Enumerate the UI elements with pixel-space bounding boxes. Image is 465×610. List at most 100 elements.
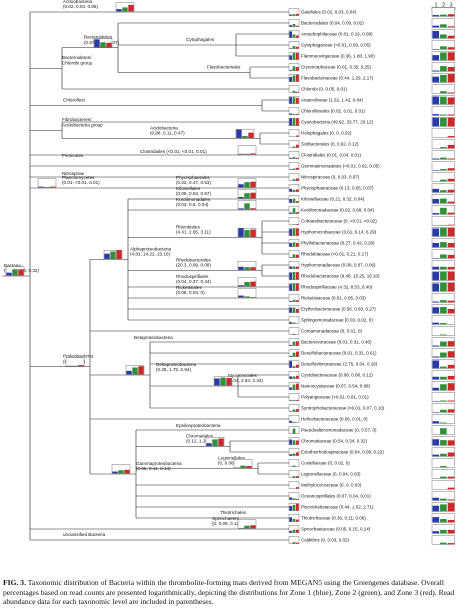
leaf-0-strip-zone2-bar	[440, 14, 447, 17]
leaf-14-zone2-bar	[292, 168, 296, 170]
leaf-43-zone3-bar	[295, 487, 299, 489]
node-acidobacteria-label-1: (0.88, 0.11, 0.47)	[150, 131, 185, 136]
leaf-label: Legionellaceae (0, 0.04, 0.03)	[301, 472, 361, 477]
leaf-28-zone1-bar	[289, 322, 293, 324]
leaf-row: Solibacterales (0, 0.02, 0.12)	[288, 139, 455, 149]
node-deltaproteo-zone1-bar	[126, 370, 132, 375]
leaf-label: Cryomorphaceae (0.01, 0.35, 0.25)	[301, 65, 372, 70]
leaf-28-strip-zone2-bar	[440, 323, 447, 325]
leaf-46-strip-zone2-bar	[440, 519, 447, 523]
leaf-13-zone-strip	[431, 150, 455, 160]
leaf-18-strip-zone1-bar	[432, 213, 440, 215]
node-epsilonproteo: Epsilonproteobacteria	[176, 423, 221, 428]
leaf-9-zone3-bar	[295, 113, 299, 115]
node-fibro-acido-label-0: Fibrobacteres/	[62, 117, 92, 122]
leaf-37-strip-zone2-bar	[440, 422, 447, 424]
leaf-label: Ectothiorhodospiraceae (0.04, 0.08, 0.22…	[301, 450, 384, 455]
node-clostridiales-zone3-bar	[250, 153, 256, 155]
leaf-row: Hyphomonadaceae (0.08, 0.07, 0.06)	[288, 260, 455, 270]
leaf-16-strip-zone3-bar	[447, 189, 455, 193]
node-rhizobiales-zone1-bar	[238, 228, 244, 237]
node-rhodobacterales-label-1: (20.3, 0.09, 0.08)	[176, 263, 211, 268]
node-bacteria-zone3-bar	[18, 269, 24, 276]
leaf-19-strip-zone3-bar	[447, 224, 455, 226]
leaf-27-zone1-bar	[289, 307, 293, 313]
leaf-38-strip-zone2-bar	[440, 428, 447, 435]
leaf-34-strip-zone2-bar	[440, 384, 447, 391]
leaf-24-zone1-bar	[289, 272, 293, 280]
node-gammaproteo-zone3-bar	[124, 469, 130, 474]
leaf-row: Bacteroidales (0.04, 0.09, 0.02)	[288, 18, 455, 28]
node-kordiimonadales-zone3-bar	[250, 208, 256, 210]
leaf-label: Flavobacteriaceae (0.44, 1.29, 2.17)	[301, 76, 374, 81]
leaf-42-strip-zone3-bar	[447, 476, 455, 479]
leaf-36-strip-zone2-bar	[440, 409, 447, 413]
leaf-5-zone2-bar	[292, 66, 296, 71]
node-kordiimonadales: Kordiimonadales(0.03, 0.6, 0.04)	[176, 197, 257, 210]
leaf-10-strip-zone3-bar	[447, 117, 455, 127]
leaf-26-strip-zone1-bar	[432, 301, 440, 303]
leaf-row: Coxiellaceae (0, 0.02, 0)	[288, 458, 455, 468]
node-planctomycetes-zone1-bar	[38, 186, 44, 188]
node-bacteria-label-0: Bacteria	[4, 263, 21, 268]
node-bacteria: Bacteria(0.02, 0.34, 0.32)	[4, 263, 39, 276]
leaf-32-zone2-bar	[292, 366, 296, 368]
leaf-20-strip-zone3-bar	[447, 227, 455, 237]
leaf-41-box	[288, 459, 300, 467]
leaf-47-zone3-bar	[295, 529, 299, 533]
node-actino-zone1-bar	[116, 9, 122, 12]
leaf-20-zone3-bar	[295, 228, 299, 236]
figure-caption: FIG. 3. Taxonomic distribution of Bacter…	[3, 578, 462, 607]
leaf-44-strip-zone3-bar	[447, 499, 455, 501]
leaf-35-zone2-bar	[292, 399, 296, 401]
leaf-label: Cystobacteraceae (0.08, 0.08, 0.12)	[301, 373, 373, 378]
leaf-23-zone2-bar	[292, 266, 296, 269]
leaf-26-box	[288, 294, 300, 302]
leaf-label: Rhodobacteraceae (9.48, 15.25, 16.10)	[301, 274, 380, 279]
node-rhizobiales: Rhizobiales(4.41, 2.65, 3.11)	[176, 224, 257, 237]
leaf-48-zone2-bar	[292, 542, 296, 544]
leaf-label: Rickettsiaceae (0.01, 0.05, 0.03)	[301, 296, 366, 301]
leaf-13-strip-zone2-bar	[440, 157, 447, 160]
leaf-39-zone3-bar	[295, 440, 299, 445]
leaf-label: Pseudoalteromonadaceae (0, 0.57, 0)	[301, 428, 377, 433]
node-myxococcales-zone3-bar	[226, 378, 232, 386]
node-rhodospirillales-label-0: Rhodospirillales	[176, 274, 209, 279]
node-kiloniellales-zone1-bar	[238, 196, 244, 199]
node-bacteria-zone2-bar	[12, 269, 18, 276]
leaf-row: Polyangiaceae (<0.01, 0.01, 0.01)	[288, 392, 455, 402]
leaf-3-zone3-bar	[295, 46, 299, 49]
leaf-row: Thiotrichaceae (0.36, 0.11, 0.06)	[288, 513, 455, 523]
caption-text: Taxonomic distribution of Bacteria withi…	[3, 578, 455, 607]
node-rhodobacterales-zone3-bar	[250, 267, 256, 270]
leaf-48-zone3-bar	[295, 542, 299, 544]
leaf-1-strip-zone1-bar	[432, 25, 440, 28]
leaf-row: Anaerolineae (1.62, 1.42, 0.84)	[288, 95, 455, 105]
leaf-20-zone1-bar	[289, 229, 293, 236]
node-cytophagales: Cytophagales	[186, 37, 215, 42]
leaf-44-strip-zone1-bar	[432, 497, 440, 501]
node-deltaproteo-zone2-bar	[132, 367, 138, 375]
leaf-row: Cystobacteraceae (0.08, 0.08, 0.12)	[288, 370, 455, 380]
leaf-row: Piscirickettsiaceae (0.44, 1.02, 2.71)	[288, 502, 455, 512]
leaf-41-strip-zone2-bar	[440, 466, 447, 468]
node-kordiimonadales-zone1-bar	[238, 208, 244, 210]
leaf-label: Coxiellaceae (0, 0.02, 0)	[301, 461, 350, 466]
leaf-0-strip-zone3-bar	[447, 14, 455, 17]
leaf-44-strip-zone2-bar	[440, 498, 447, 501]
node-chloroflexi-label-0: Chloroflexi	[63, 98, 85, 103]
node-bact-chlorobi-label-1: Chlorobi group	[62, 60, 93, 65]
leaf-9-zone2-bar	[292, 113, 296, 115]
figure-number: FIG. 3.	[3, 578, 26, 587]
leaf-16-zone3-bar	[295, 189, 299, 192]
node-nitrospirae-label-0: Nitrospirae	[62, 171, 85, 176]
leaf-26-strip-zone2-bar	[440, 300, 447, 303]
node-actino-label-0: Actinobacteria	[63, 0, 93, 4]
node-proteobacteria-label-0: Proteobacteria	[63, 354, 93, 359]
leaf-2-zone1-bar	[289, 31, 293, 38]
leaf-39-strip-zone1-bar	[432, 439, 440, 446]
leaf-35-strip-zone3-bar	[447, 400, 455, 402]
leaf-47-box	[288, 525, 300, 533]
leaf-17-zone1-bar	[289, 199, 293, 203]
node-kiloniellales-label-1: (0.05, 0.53, 0.57)	[176, 191, 211, 196]
